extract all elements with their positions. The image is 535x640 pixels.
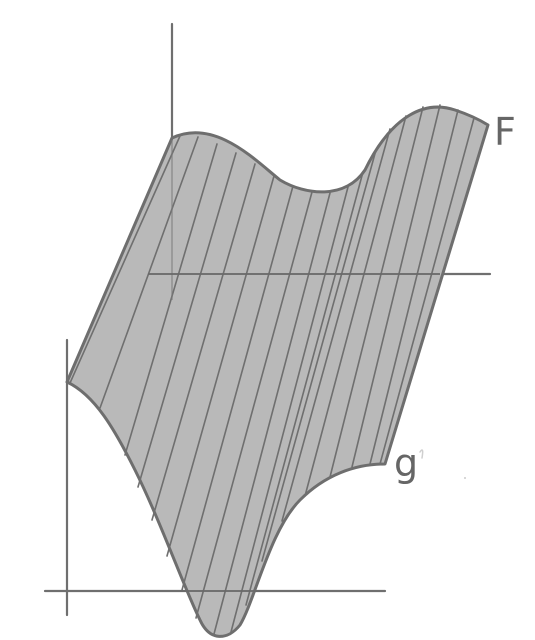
ruling-line (195, 191, 313, 619)
ruling-line (261, 149, 377, 562)
ruling-line (304, 115, 407, 497)
curve-f-label: F (494, 110, 516, 154)
ruling-line (379, 117, 475, 465)
ruling-line (281, 128, 391, 522)
ruling-line (213, 192, 331, 635)
stray-dot (464, 477, 466, 479)
ruled-surface (65, 105, 490, 638)
ruling-line (137, 152, 237, 488)
stray-mark (419, 449, 424, 459)
ruling-line (124, 143, 218, 456)
ruling-line (181, 185, 294, 591)
ruling-line (151, 163, 256, 521)
ruling-line (351, 104, 441, 468)
ruling-line (329, 106, 424, 478)
ruling-line (69, 135, 181, 384)
ruling-line (245, 171, 364, 606)
ruling-lines (69, 104, 475, 635)
ruling-line (166, 175, 275, 557)
ruling-line (99, 136, 199, 409)
ruling-line (230, 186, 349, 633)
curve-g-label: g (394, 441, 418, 485)
ruling-line (369, 109, 459, 465)
